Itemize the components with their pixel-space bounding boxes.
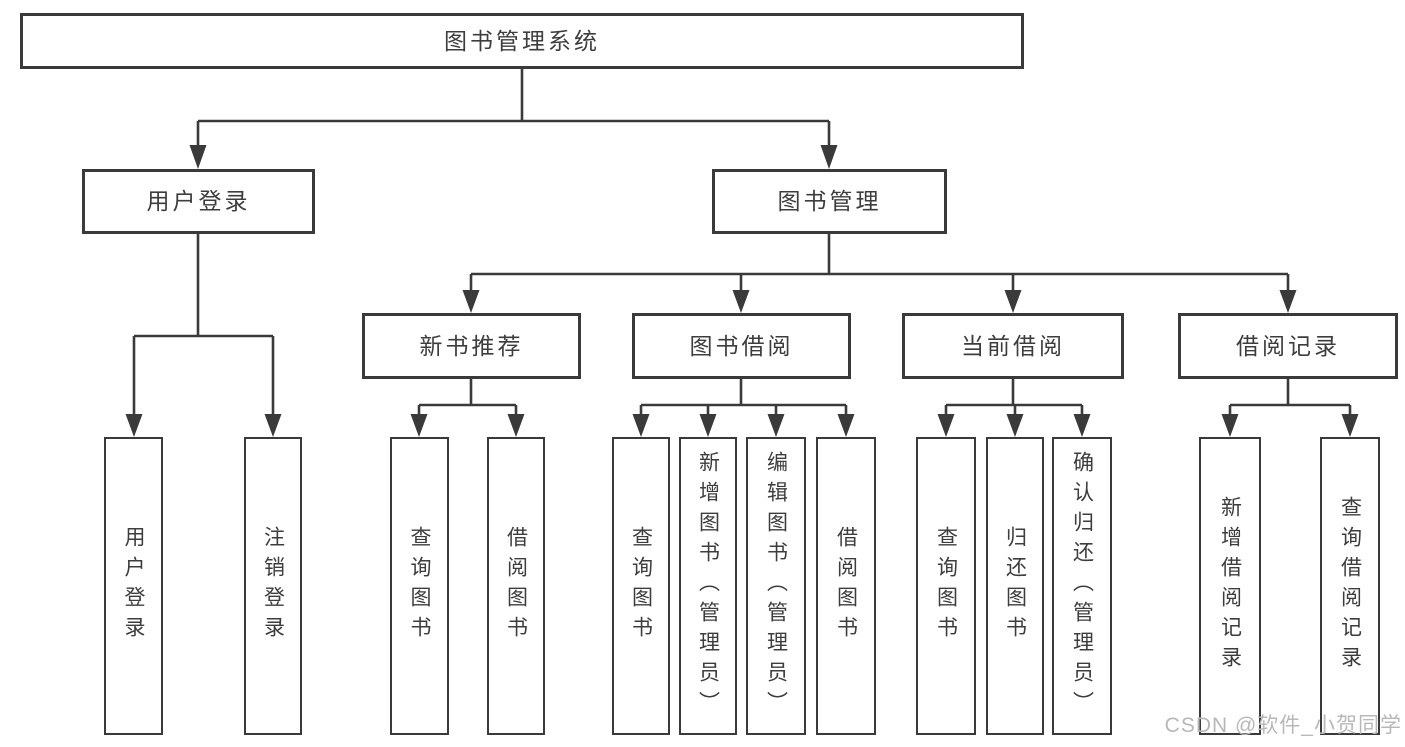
arrowhead-icon <box>462 290 480 313</box>
node-book-borrowing: 图书借阅 <box>632 313 851 379</box>
arrowhead-icon <box>189 145 207 169</box>
arrowhead-icon <box>1221 414 1239 437</box>
leaf-label: 确认归还（管理员） <box>1070 451 1094 721</box>
arrowhead-icon <box>1006 414 1024 437</box>
arrowhead-icon <box>125 414 143 437</box>
leaf-add-books-admin: 新增图书（管理员） <box>679 437 737 735</box>
leaf-label: 借阅图书 <box>504 526 528 646</box>
leaf-label: 新增图书（管理员） <box>696 451 720 721</box>
leaf-query-books-current: 查询图书 <box>916 437 976 735</box>
arrowhead-icon <box>837 414 855 437</box>
leaf-label: 查询借阅记录 <box>1338 496 1362 676</box>
node-borrowing-records: 借阅记录 <box>1178 313 1398 379</box>
arrowhead-icon <box>1279 290 1297 313</box>
leaf-label: 编辑图书（管理员） <box>764 451 788 721</box>
node-label: 图书借阅 <box>689 332 794 359</box>
connector-root-to-level2 <box>189 69 838 169</box>
connector-book-borrowing-to-leaves <box>632 379 855 437</box>
leaf-label: 用户登录 <box>122 526 145 646</box>
leaf-return-books: 归还图书 <box>986 437 1044 735</box>
arrowhead-icon <box>507 414 525 437</box>
connector-current-borrowing-to-leaves <box>937 379 1091 437</box>
leaf-borrow-books-recommend: 借阅图书 <box>487 437 545 735</box>
connector-borrowing-records-to-leaves <box>1221 379 1359 437</box>
leaf-label: 注销登录 <box>261 526 285 646</box>
leaf-label: 查询图书 <box>629 526 653 646</box>
arrowhead-icon <box>1073 414 1091 437</box>
leaf-label: 查询图书 <box>934 526 958 646</box>
node-label: 图书管理 <box>777 188 882 214</box>
node-user-login: 用户登录 <box>82 169 315 234</box>
leaf-query-books-recommend: 查询图书 <box>390 437 449 735</box>
arrowhead-icon <box>767 414 785 437</box>
arrowhead-icon <box>264 414 282 437</box>
node-new-book-recommend: 新书推荐 <box>362 313 581 379</box>
leaf-logout: 注销登录 <box>244 437 302 735</box>
csdn-watermark: CSDN @软件_小贺同学 <box>1164 714 1402 737</box>
node-library-system-root: 图书管理系统 <box>20 13 1024 69</box>
leaf-query-borrow-record: 查询借阅记录 <box>1320 437 1380 735</box>
leaf-query-books-borrowing: 查询图书 <box>612 437 670 735</box>
leaf-add-borrow-record: 新增借阅记录 <box>1199 437 1261 735</box>
arrowhead-icon <box>1004 290 1022 313</box>
leaf-edit-books-admin: 编辑图书（管理员） <box>746 437 806 735</box>
arrowhead-icon <box>732 290 750 313</box>
node-label: 用户登录 <box>146 188 251 214</box>
connector-book-management-to-level3 <box>462 233 1297 313</box>
connector-user-login-to-leaves <box>125 233 282 437</box>
leaf-confirm-return-admin: 确认归还（管理员） <box>1052 437 1112 735</box>
leaf-label: 新增借阅记录 <box>1218 496 1242 676</box>
node-label: 当前借阅 <box>961 332 1065 359</box>
leaf-label: 归还图书 <box>1003 526 1027 646</box>
node-label: 借阅记录 <box>1236 332 1340 359</box>
node-book-management: 图书管理 <box>712 169 947 234</box>
arrowhead-icon <box>632 414 650 437</box>
leaf-label: 查询图书 <box>408 526 431 646</box>
node-current-borrowing: 当前借阅 <box>902 313 1124 379</box>
node-label: 图书管理系统 <box>444 27 600 54</box>
leaf-user-login: 用户登录 <box>104 437 163 735</box>
arrowhead-icon <box>937 414 955 437</box>
arrowhead-icon <box>820 145 838 169</box>
arrowhead-icon <box>699 414 717 437</box>
arrowhead-icon <box>1341 414 1359 437</box>
leaf-borrow-books: 借阅图书 <box>816 437 876 735</box>
leaf-label: 借阅图书 <box>834 526 858 646</box>
arrowhead-icon <box>410 414 428 437</box>
node-label: 新书推荐 <box>419 332 524 359</box>
connector-new-book-recommend-to-leaves <box>410 379 525 437</box>
